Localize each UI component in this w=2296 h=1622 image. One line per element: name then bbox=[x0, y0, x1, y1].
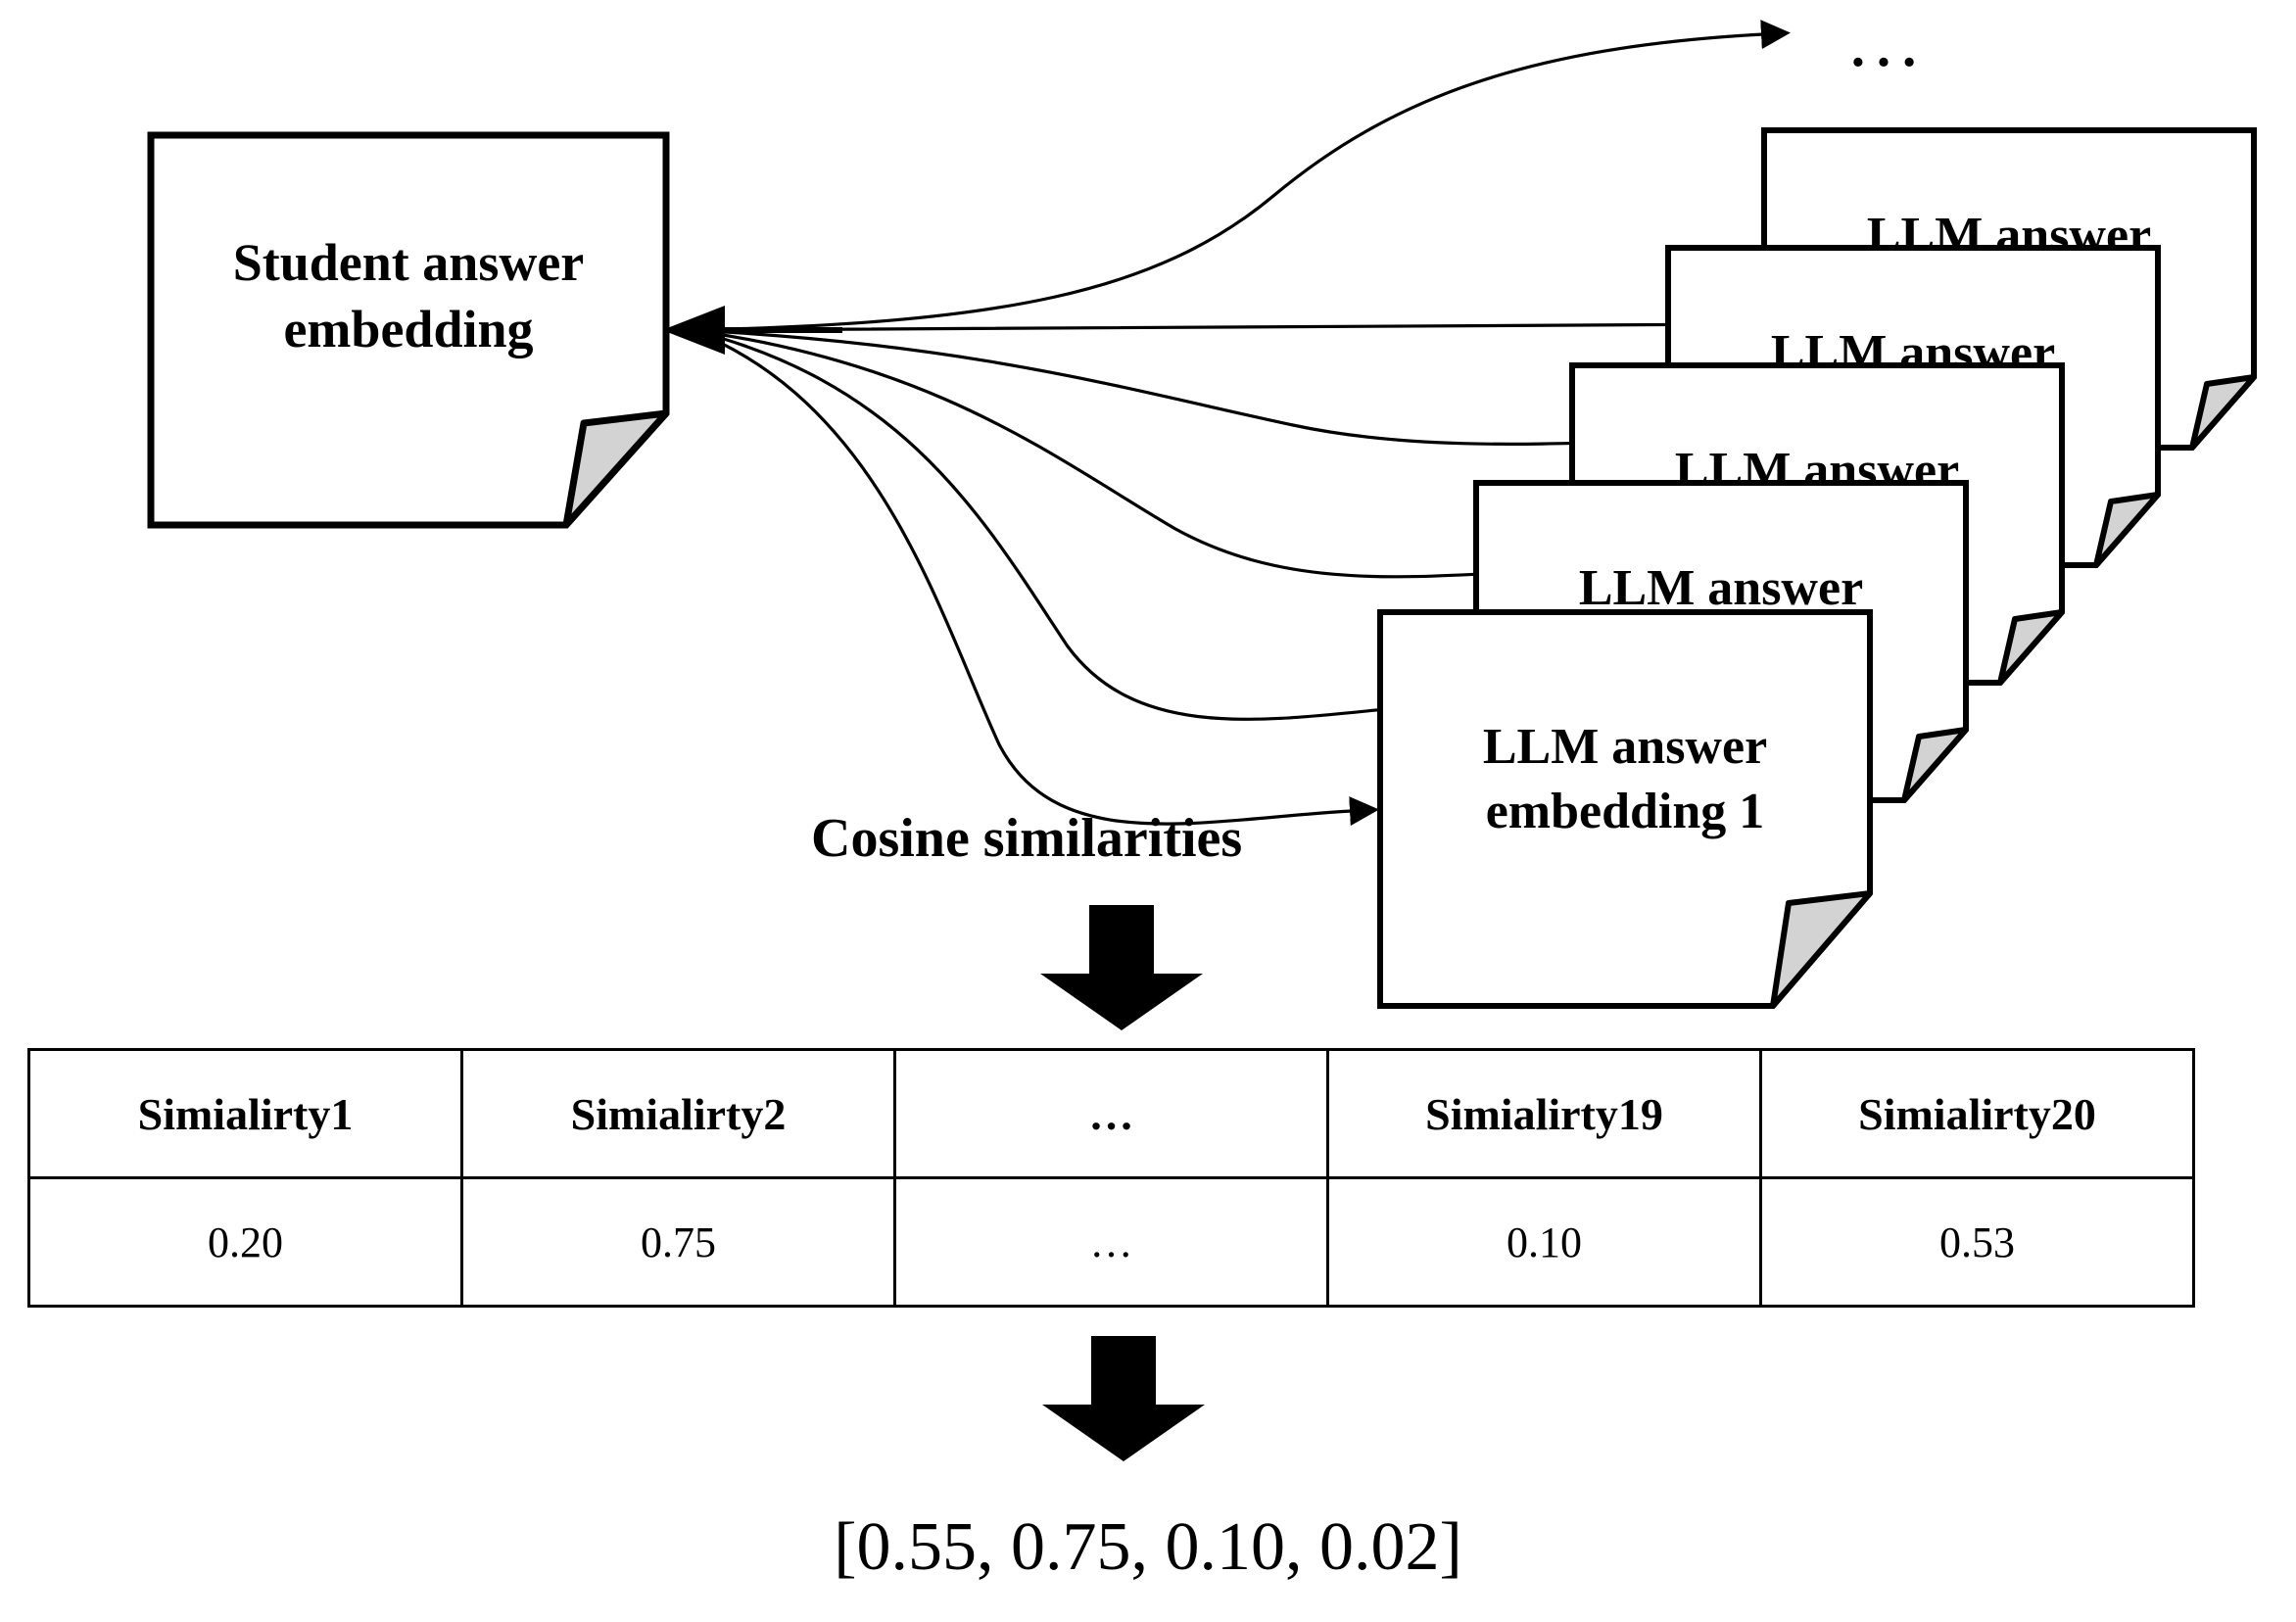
output-vector: [0.55, 0.75, 0.10, 0.02] bbox=[834, 1509, 1462, 1585]
down-block-arrow-top bbox=[1038, 905, 1205, 1032]
wire-to-card-2 bbox=[690, 328, 1452, 721]
wire-to-card-4 bbox=[690, 328, 1657, 446]
table-row: 0.20 0.75 … 0.10 0.53 bbox=[27, 1176, 2195, 1308]
llm-answer-embedding-card-1[interactable]: LLM answer embedding 1 bbox=[1377, 609, 1873, 1011]
table-header-cell-19: Simialirty19 bbox=[1326, 1048, 1762, 1179]
similarity-table: Simialirty1 Simialirty2 … Simialirty19 S… bbox=[27, 1048, 2195, 1308]
table-value-cell-2: 0.75 bbox=[460, 1176, 896, 1308]
llm-card-1-label: LLM answer embedding 1 bbox=[1482, 719, 1768, 839]
table-header-row: Simialirty1 Simialirty2 … Simialirty19 S… bbox=[27, 1048, 2195, 1179]
wire-to-card-3 bbox=[690, 328, 1559, 579]
wire-to-card-1 bbox=[690, 328, 1379, 827]
table-header-cell-2: Simialirty2 bbox=[460, 1048, 896, 1179]
table-value-cell-20: 0.53 bbox=[1759, 1176, 2195, 1308]
table-header-cell-ellipsis: … bbox=[893, 1048, 1329, 1179]
table-value-cell-19: 0.10 bbox=[1326, 1176, 1762, 1308]
cosine-similarities-label: Cosine similarities bbox=[811, 808, 1243, 869]
student-card-label: Student answer embedding bbox=[232, 233, 585, 359]
down-block-arrow-bottom bbox=[1040, 1336, 1207, 1463]
top-ellipsis: … bbox=[1845, 0, 1925, 82]
student-card-arrowhead bbox=[662, 306, 842, 355]
table-value-cell-ellipsis: … bbox=[893, 1176, 1329, 1308]
table-value-cell-1: 0.20 bbox=[27, 1176, 463, 1308]
table-header-cell-1: Simialirty1 bbox=[27, 1048, 463, 1179]
wire-to-ellipsis bbox=[690, 20, 1791, 332]
table-header-cell-20: Simialirty20 bbox=[1759, 1048, 2195, 1179]
wire-to-card-5 bbox=[690, 322, 1755, 332]
student-answer-embedding-card[interactable]: Student answer embedding bbox=[147, 131, 670, 529]
